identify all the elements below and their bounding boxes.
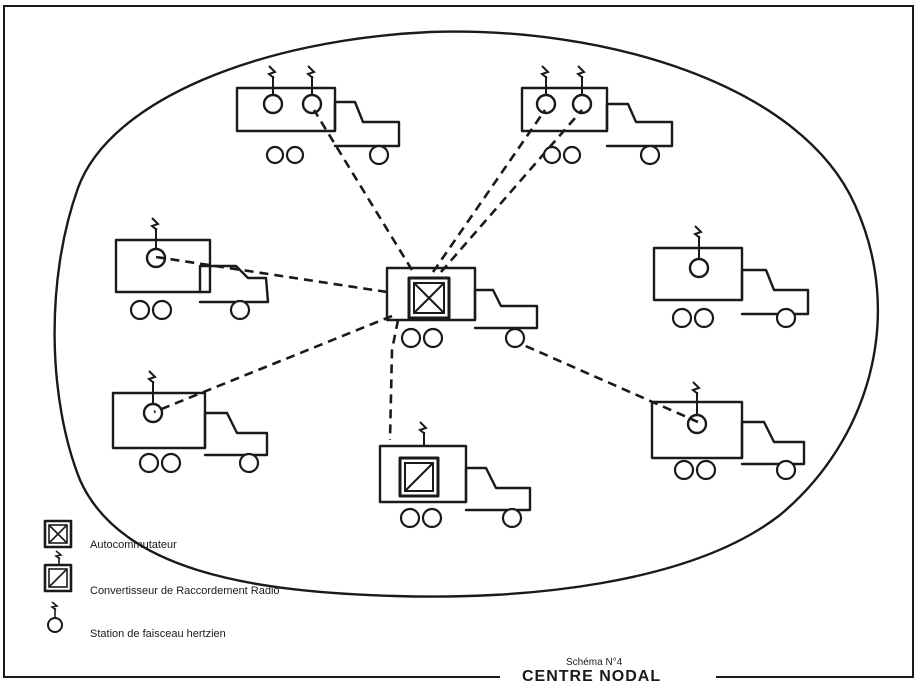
radio-station-icon [142,402,164,424]
radio-station-icon [535,93,557,115]
legend-converter-symbol [43,550,73,593]
figure-title: CENTRE NODAL [516,668,668,686]
radio-station-icon [301,93,323,115]
link-center-bottom-right [511,338,699,424]
truck-mid-left [114,217,270,321]
link-center-mid-left [155,255,388,294]
truck-bottom-right [650,381,806,481]
radio-station-icon [688,257,710,279]
link-center-top-left [312,109,414,271]
link-center-bottom-center [388,319,400,441]
truck-bottom-center [378,421,532,529]
legend-station-symbol [47,601,63,633]
autocommutateur-icon [407,276,451,320]
page-frame [3,5,914,678]
legend-autocommutateur-symbol [43,519,73,549]
radio-station-icon [686,413,708,435]
link-center-bottom-left [153,314,393,414]
link-center-top-right-a [431,109,547,273]
truck-bottom-left [111,370,269,474]
legend-converter-label: Convertisseur de Raccordement Radio [90,585,280,597]
radio-links [153,109,699,441]
figure-subtitle: Schéma N°4 [566,657,623,668]
legend-autocommutateur-label: Autocommutateur [90,539,177,551]
truck-top-left [235,65,401,166]
nodal-area-outline [53,30,880,598]
radio-station-icon [262,93,284,115]
link-center-top-right-b [440,109,583,273]
converter-icon [398,456,440,498]
legend-station-label: Station de faisceau hertzien [90,628,226,640]
truck-mid-right [652,225,810,329]
truck-center [385,266,539,349]
truck-top-right [520,65,674,166]
